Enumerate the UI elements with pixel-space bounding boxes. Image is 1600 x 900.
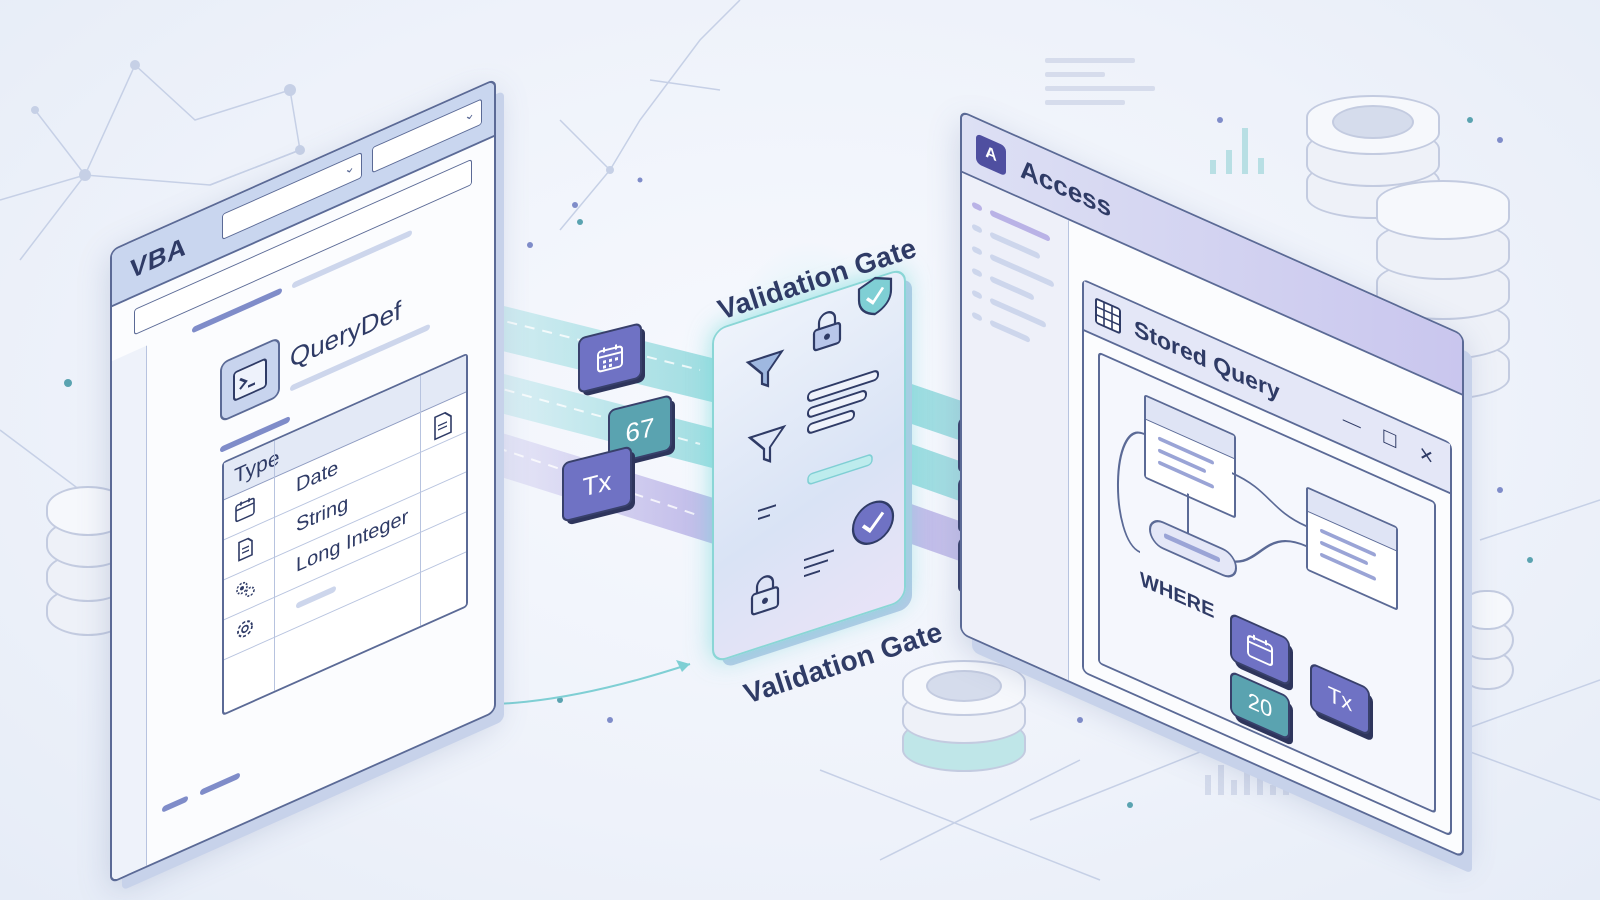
lock-icon [812,311,842,352]
parameter-type-grid: Type Date String Long Integer [222,352,468,717]
grid-row-long-integer[interactable]: Long Integer [224,471,466,621]
access-logo-icon: A [976,133,1006,177]
grid-row-date[interactable]: Date [224,391,466,541]
funnel-icon [747,424,787,463]
chevron-down-icon: ⌄ [344,157,355,178]
lines-icon [807,454,873,485]
number-token-value: 67 [625,410,655,449]
gears-icon [236,581,255,597]
stored-query-window: Stored Query — ☐ ✕ WHE [1082,278,1452,838]
where-number-token-value: 20 [1247,687,1273,724]
calendar-icon [1247,634,1273,666]
code-gutter [112,345,147,882]
stored-query-titlebar: Stored Query [1084,281,1450,495]
check-circle-icon [851,500,895,545]
grid-row-empty[interactable] [224,511,466,661]
lines-icon [804,549,834,578]
vba-title: VBA [130,229,187,285]
grid-row-string[interactable]: String [224,431,466,581]
database-icon-bottom-right [1460,590,1514,690]
access-window: A Access Stored Query — ☐ ✕ [960,110,1464,859]
lines-icon [807,370,879,434]
chevron-down-icon: ⌄ [464,104,475,125]
calendar-icon [235,497,255,523]
shield-check-icon [857,276,893,316]
calendar-icon [597,344,623,373]
lock-icon [750,575,780,616]
lines-icon [758,504,776,521]
query-join-lines [1117,431,1307,578]
date-token [578,322,642,394]
where-text-token-value: Tx [1327,680,1353,717]
navigation-pane [962,172,1069,681]
where-date-token [1230,612,1290,687]
document-icon [238,537,253,562]
document-icon [434,411,452,441]
table-grid-icon [1095,298,1121,334]
gear-icon [237,620,253,638]
funnel-icon [745,349,785,388]
querydef-icon [220,336,280,424]
validation-gate [712,266,906,664]
vba-editor-window: VBA ⌄ ⌄ QueryDef Type Date String Long I… [110,78,496,885]
query-design-canvas: WHERE Tx 20 [1098,351,1436,814]
database-icon-bottom-center [902,660,1026,772]
text-token-value: Tx [582,464,612,503]
